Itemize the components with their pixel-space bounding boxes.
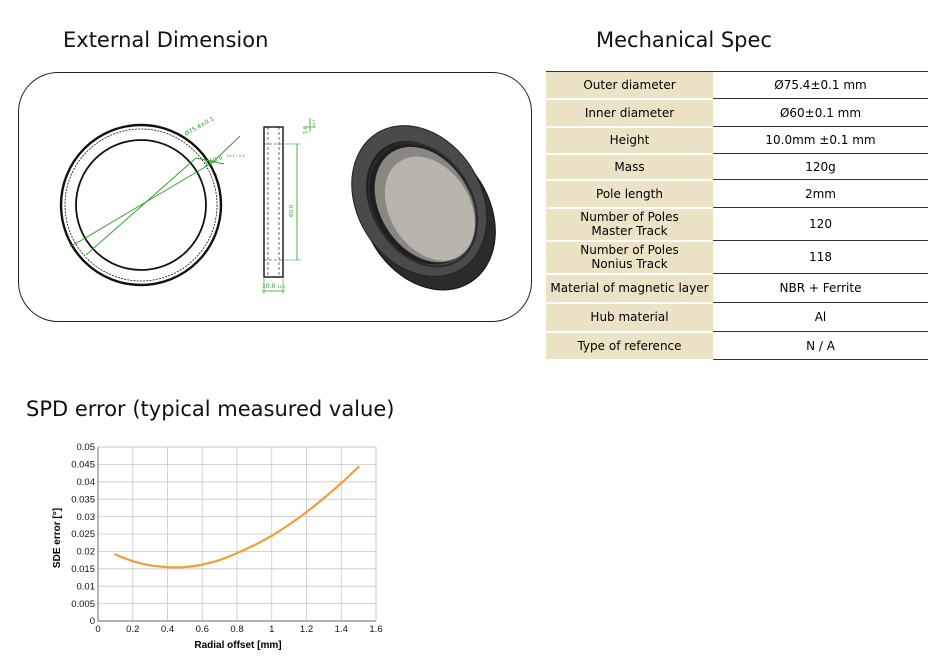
spec-row: Number of Poles Nonius Track 118 bbox=[546, 240, 928, 275]
y-axis-label: SDE error [°] bbox=[52, 508, 63, 568]
mechanical-spec-table: Outer diameter Ø75.4±0.1 mm Inner diamet… bbox=[546, 71, 928, 361]
spec-label-line2: Nonius Track bbox=[591, 257, 668, 271]
spec-label: Hub material bbox=[546, 302, 713, 333]
y-tick-label: 0.035 bbox=[71, 494, 95, 505]
x-tick-label: 0.2 bbox=[126, 624, 139, 635]
spec-label: Height bbox=[546, 126, 713, 155]
spec-label: Inner diameter bbox=[546, 98, 713, 128]
series-line bbox=[114, 465, 360, 569]
spec-value: Al bbox=[814, 310, 827, 324]
spec-value: 120g bbox=[805, 159, 836, 174]
inner-dim-label: Ø60.0 bbox=[204, 154, 224, 167]
x-tick-label: 1.4 bbox=[335, 624, 348, 635]
spec-row: Pole length 2mm bbox=[546, 179, 928, 209]
x-tick-label: 1 bbox=[269, 624, 274, 635]
outer-circle-inner-edge bbox=[64, 128, 218, 282]
spec-label: Outer diameter bbox=[546, 71, 713, 100]
spec-row: Mass 120g bbox=[546, 153, 928, 181]
spec-row: Inner diameter Ø60±0.1 mm bbox=[546, 98, 928, 128]
outer-diameter-line bbox=[69, 162, 213, 248]
y-tick-label: 0.025 bbox=[71, 529, 95, 540]
y-tick-label: 0.015 bbox=[71, 564, 95, 575]
y-tick-label: 0.03 bbox=[77, 512, 96, 523]
x-tick-label: 0 bbox=[95, 624, 100, 635]
spec-label: Type of reference bbox=[546, 331, 713, 361]
ring-3d-render bbox=[351, 125, 496, 291]
spec-label: Number of Poles Nonius Track bbox=[546, 240, 713, 275]
outer-dim-label: Ø75.4±0.1 bbox=[184, 115, 216, 137]
x-axis-label: Radial offset [mm] bbox=[194, 640, 281, 651]
height-tol-label: ±0.1 bbox=[312, 120, 316, 129]
spec-row: Material of magnetic layer NBR + Ferrite bbox=[546, 273, 928, 304]
spec-label: Mass bbox=[546, 153, 713, 181]
side-view bbox=[263, 126, 284, 278]
spec-value: 118 bbox=[809, 250, 832, 264]
outer-circle bbox=[59, 123, 223, 287]
y-tick-label: 0.05 bbox=[77, 442, 96, 453]
ring-drawing: Ø75.4±0.1 Ø60.0 +0.3 / -0.0 60.0 1.0 ±0.… bbox=[59, 115, 496, 294]
spec-value: 10.0mm ±0.1 mm bbox=[765, 133, 876, 147]
spec-row: Number of Poles Master Track 120 bbox=[546, 207, 928, 242]
mechanical-spec-heading: Mechanical Spec bbox=[596, 28, 772, 52]
spec-label-line1: Number of Poles bbox=[580, 243, 679, 257]
x-tick-label: 0.8 bbox=[230, 624, 243, 635]
inner-tol-label: +0.3 / -0.0 bbox=[226, 154, 245, 158]
spec-value: N / A bbox=[806, 338, 835, 353]
width-dim-label: 10.0 bbox=[262, 283, 276, 290]
y-tick-label: 0.04 bbox=[77, 477, 96, 488]
spec-label: Pole length bbox=[546, 179, 713, 209]
y-tick-label: 0.005 bbox=[71, 599, 95, 610]
spec-label-line2: Master Track bbox=[591, 224, 668, 238]
y-tick-label: 0 bbox=[90, 616, 95, 627]
spec-row: Outer diameter Ø75.4±0.1 mm bbox=[546, 71, 928, 100]
inner-diameter-line bbox=[85, 157, 197, 256]
inner-circle bbox=[75, 139, 207, 271]
x-tick-label: 0.4 bbox=[161, 624, 174, 635]
spec-value: Ø75.4±0.1 mm bbox=[774, 78, 867, 92]
spec-row: Type of reference N / A bbox=[546, 331, 928, 361]
side-dim-label: 60.0 bbox=[289, 204, 295, 217]
y-tick-label: 0.045 bbox=[71, 460, 95, 471]
spec-label: Number of Poles Master Track bbox=[546, 207, 713, 242]
spec-value: 120 bbox=[809, 217, 832, 231]
spd-error-chart: 0 0.2 0.4 0.6 0.8 1 1.2 1.4 1.6 0 0.005 0.01 0.015 0.… bbox=[52, 442, 383, 651]
spec-row: Height 10.0mm ±0.1 mm bbox=[546, 126, 928, 155]
spec-value: NBR + Ferrite bbox=[779, 281, 862, 295]
y-tick-label: 0.02 bbox=[77, 547, 96, 558]
x-tick-label: 1.6 bbox=[369, 624, 382, 635]
spec-label-line1: Number of Poles bbox=[580, 210, 679, 224]
spec-value: Ø60±0.1 mm bbox=[779, 105, 862, 120]
spd-error-heading: SPD error (typical measured value) bbox=[26, 397, 395, 421]
spec-value: 2mm bbox=[804, 186, 836, 201]
y-tick-label: 0.01 bbox=[77, 581, 96, 592]
x-tick-label: 1.2 bbox=[300, 624, 313, 635]
spec-label: Material of magnetic layer bbox=[546, 273, 713, 304]
x-tick-label: 0.6 bbox=[196, 624, 209, 635]
spec-row: Hub material Al bbox=[546, 302, 928, 333]
external-dimension-heading: External Dimension bbox=[63, 28, 269, 52]
width-tol-label: ±0.1 bbox=[277, 285, 286, 289]
height-dim-label: 1.0 bbox=[303, 126, 309, 134]
